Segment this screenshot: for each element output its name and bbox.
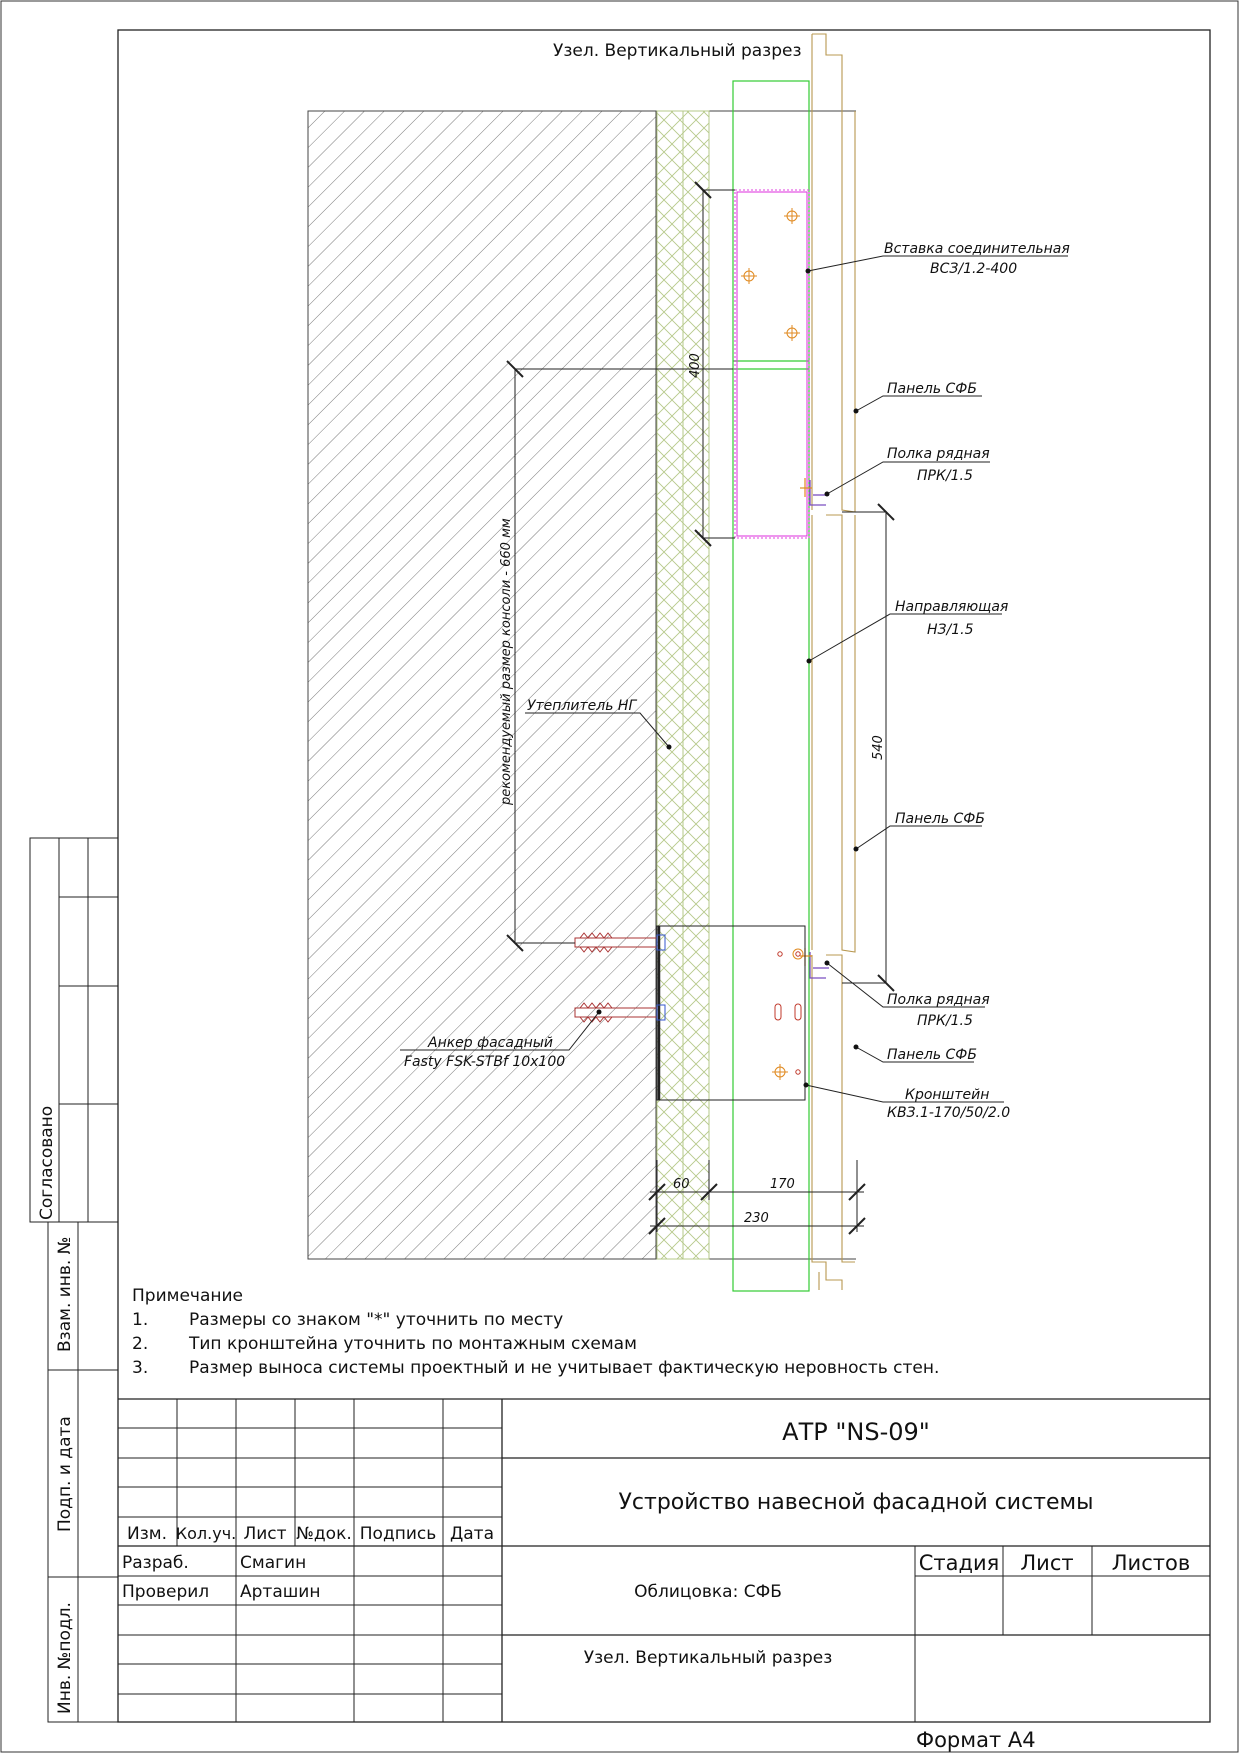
callout-panel-1: Панель СФБ [887, 381, 977, 397]
sheet-format: Формат А4 [916, 1728, 1036, 1752]
callout-anchor-line1: Анкер фасадный [427, 1035, 553, 1051]
bracket-holes [772, 948, 804, 1080]
tb-sheet-header: Лист [1020, 1551, 1073, 1575]
dim-230-label: 230 [744, 1211, 769, 1226]
dim-170-label: 170 [770, 1177, 795, 1192]
leader-dots [596, 268, 859, 1088]
title-block [118, 1398, 1210, 1722]
tb-subject: Облицовка: СФБ [634, 1582, 782, 1602]
callout-shelf-2-line2: ПРК/1.5 [917, 1013, 973, 1029]
callout-insulation: Утеплитель НГ [527, 698, 637, 714]
shelf-rivet-icons [800, 478, 812, 966]
leader-lines [400, 255, 1068, 1103]
callout-guide-line2: НЗ/1.5 [927, 622, 974, 638]
tb-col-list: Лист [243, 1524, 286, 1544]
guide-rail [732, 80, 810, 1292]
row-shelf-lower [809, 952, 829, 979]
tb-project-name: Устройство навесной фасадной системы [619, 1490, 1094, 1515]
side-stamp [29, 837, 119, 1723]
tb-col-kolich: Кол.уч. [176, 1524, 236, 1543]
note-3-num: 3. [132, 1358, 148, 1378]
facade-panels [811, 33, 856, 1290]
dim-60-label: 60 [673, 1177, 690, 1192]
drawing-title: Узел. Вертикальный разрез [553, 41, 802, 61]
callout-insert-line2: ВСЗ/1.2-400 [930, 261, 1017, 277]
callout-bracket-line1: Кронштейн [905, 1087, 989, 1103]
callout-insert-line1: Вставка соединительная [884, 241, 1070, 257]
concrete-wall [307, 110, 657, 1260]
label-inv-repl: Взам. инв. № [55, 1237, 75, 1352]
dim-console [506, 360, 733, 952]
tb-col-izm: Изм. [127, 1524, 167, 1544]
callout-anchor-line2: Fasty FSK-STBf 10x100 [404, 1054, 565, 1070]
tb-sheets-header: Листов [1112, 1551, 1190, 1575]
dim-540-label: 540 [871, 735, 886, 760]
tb-col-podpis: Подпись [360, 1524, 436, 1544]
insert-rivet-icons [741, 208, 800, 341]
label-sign-date: Подп. и дата [55, 1416, 75, 1532]
tb-col-ndok: №док. [296, 1524, 352, 1544]
note-1-text: Размеры со знаком "*" уточнить по месту [189, 1310, 563, 1330]
tb-stage-header: Стадия [919, 1551, 1000, 1575]
tb-project-code: АТР "NS-09" [782, 1418, 930, 1446]
label-inv-orig: Инв. №подл. [55, 1602, 75, 1714]
tb-role-developer: Разраб. [122, 1553, 189, 1573]
callout-bracket-line2: КВЗ.1-170/50/2.0 [887, 1105, 1010, 1121]
callout-shelf-1-line1: Полка рядная [887, 446, 990, 462]
note-2-text: Тип кронштейна уточнить по монтажным схе… [188, 1334, 637, 1354]
callout-shelf-2-line1: Полка рядная [887, 992, 990, 1008]
tb-role-checker: Проверил [122, 1582, 209, 1602]
facade-anchor-lower [574, 1002, 666, 1023]
tb-col-data: Дата [450, 1524, 494, 1544]
callout-guide-line1: Направляющая [895, 599, 1008, 615]
callout-shelf-1-line2: ПРК/1.5 [917, 468, 973, 484]
dim-console-label: рекомендуемый размер консоли - 660 мм [499, 518, 514, 806]
dim-540 [842, 503, 895, 992]
tb-sheet-name: Узел. Вертикальный разрез [584, 1648, 833, 1668]
note-2-num: 2. [132, 1334, 148, 1354]
insulation-layer [656, 110, 710, 1260]
callout-panel-2: Панель СФБ [895, 811, 985, 827]
dim-60-170 [648, 1160, 866, 1235]
note-3-text: Размер выноса системы проектный и не учи… [189, 1358, 939, 1378]
callout-panel-3: Панель СФБ [887, 1047, 977, 1063]
notes-heading: Примечание [132, 1286, 243, 1306]
dim-400 [694, 181, 735, 547]
note-1-num: 1. [132, 1310, 148, 1330]
connecting-insert [734, 189, 810, 539]
tb-name-checker: Арташин [240, 1582, 320, 1602]
dim-400-label: 400 [688, 353, 703, 378]
label-agreed: Согласовано [37, 1106, 57, 1220]
tb-name-developer: Смагин [240, 1553, 306, 1573]
notes: Примечание 1. Размеры со знаком "*" уточ… [132, 1286, 939, 1378]
